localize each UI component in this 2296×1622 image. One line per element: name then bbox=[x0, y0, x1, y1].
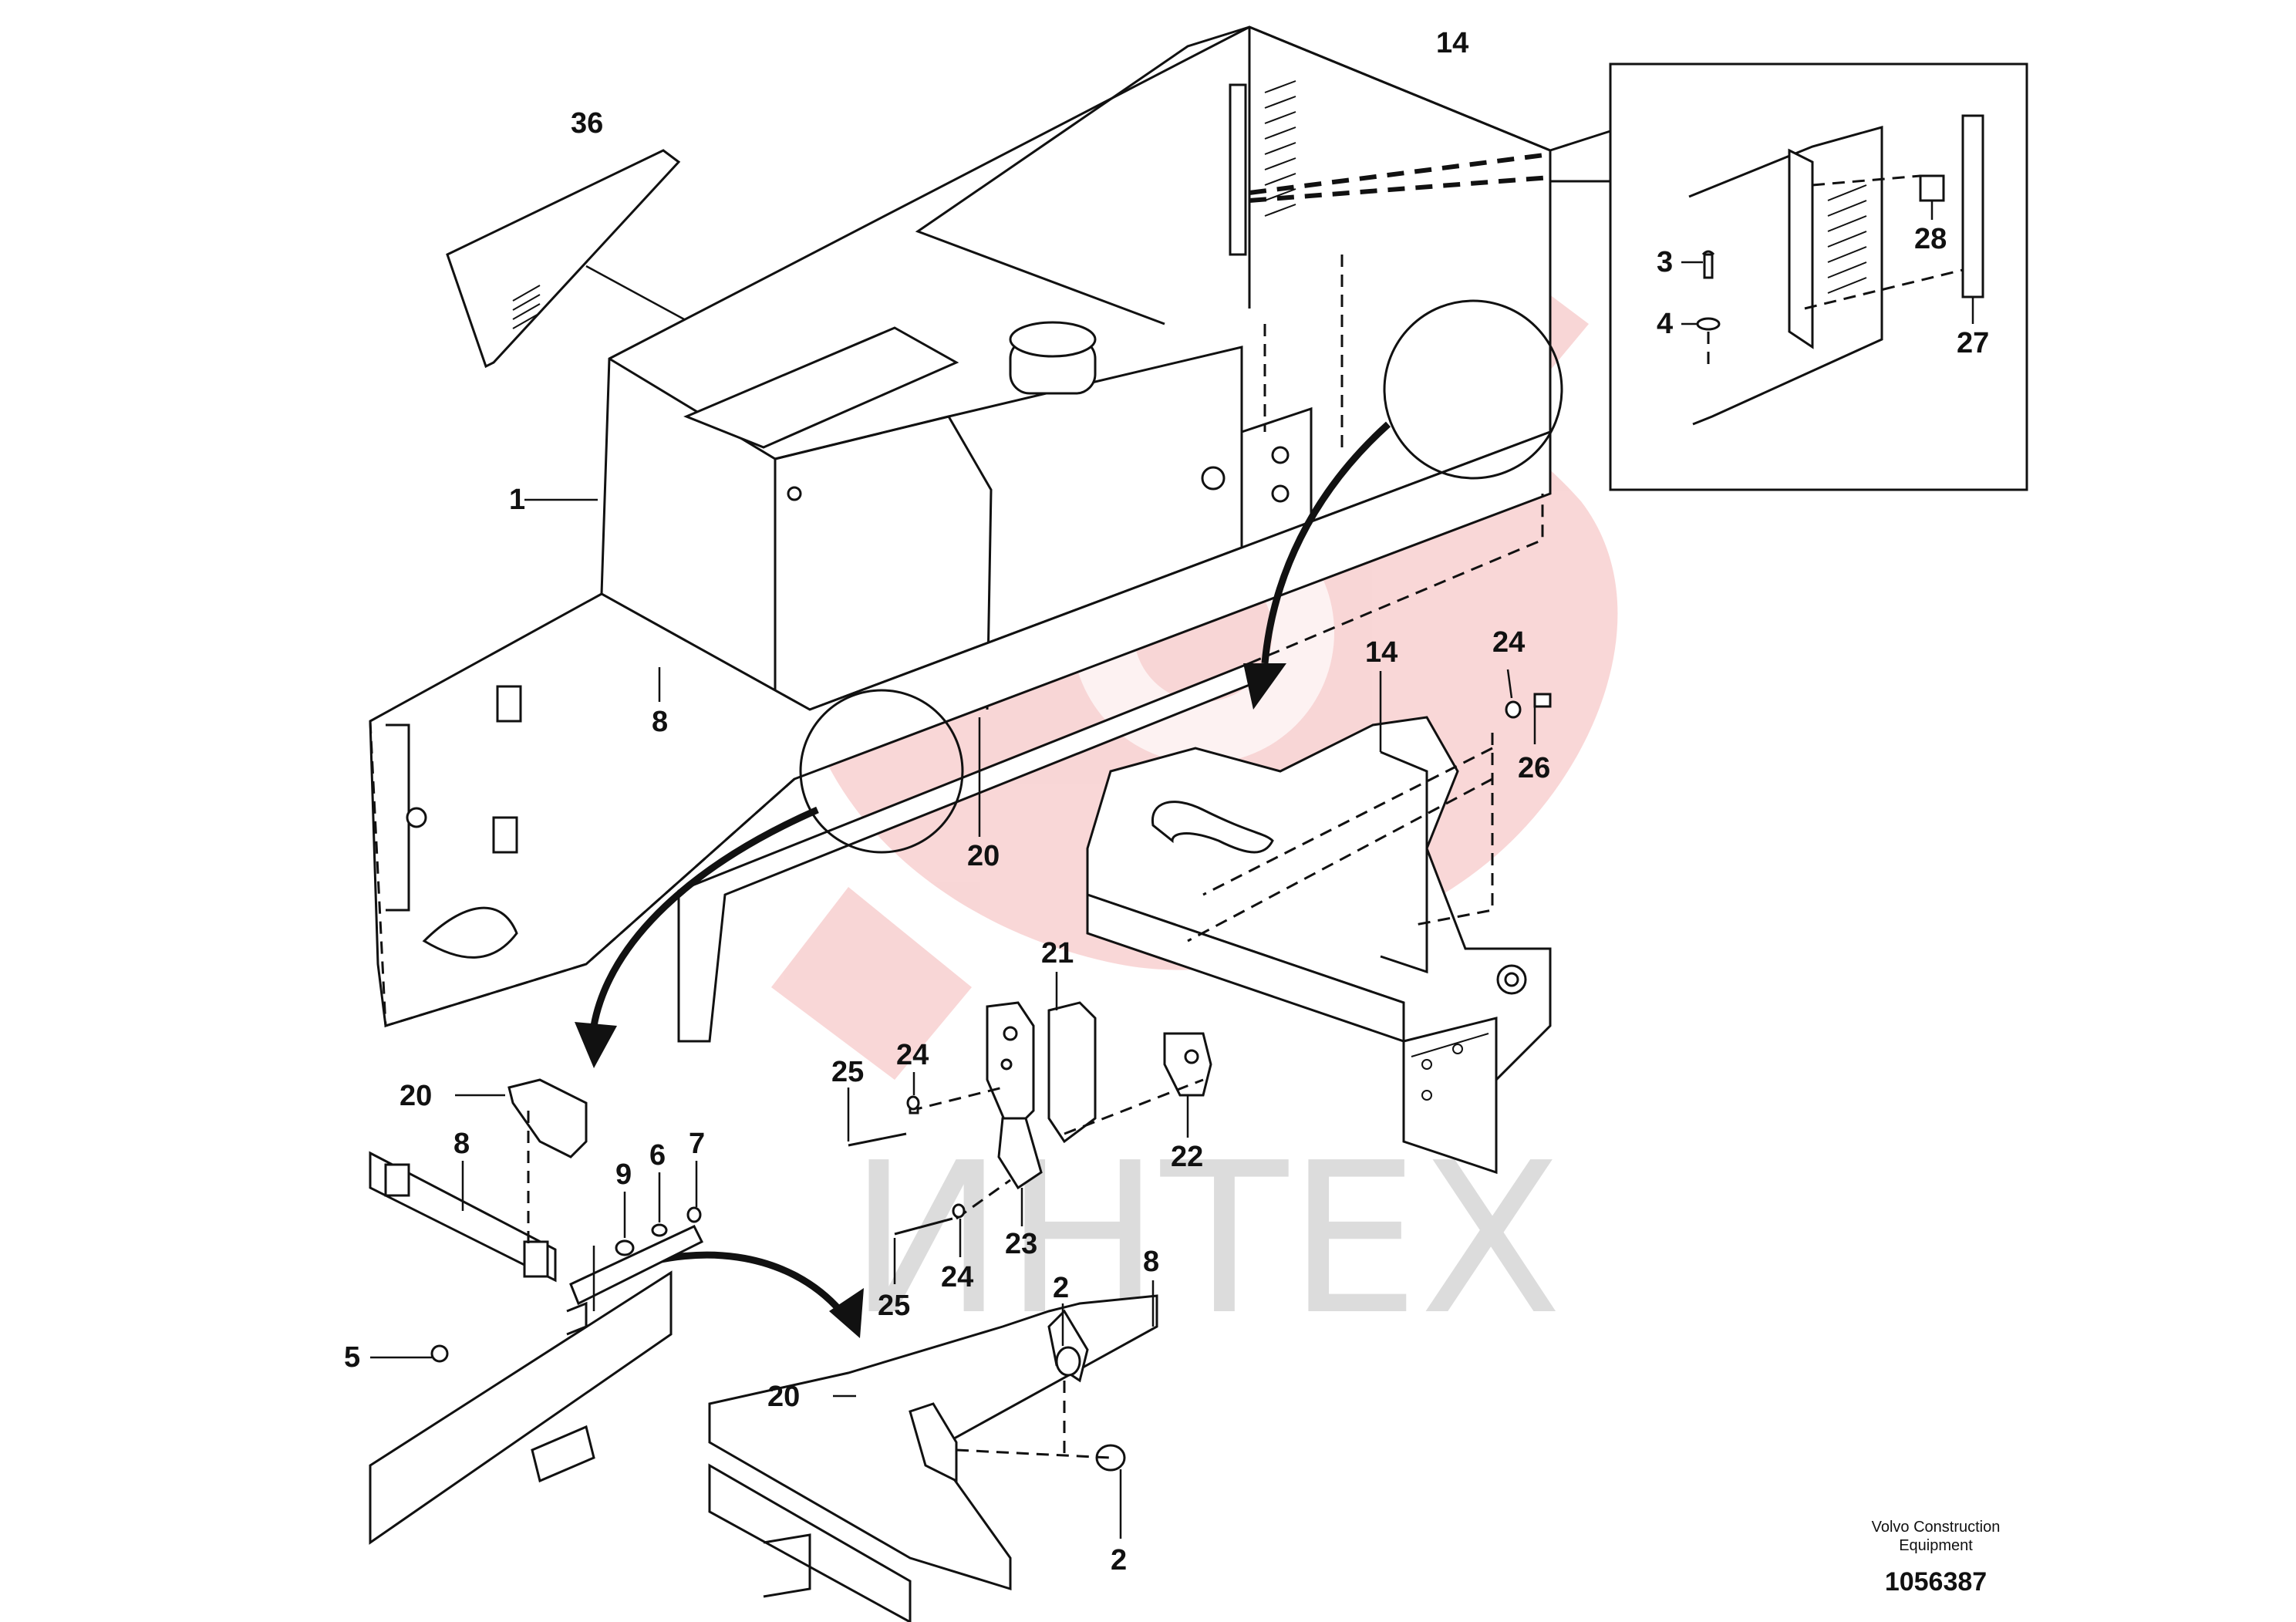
callout-1: 1 bbox=[509, 484, 525, 516]
callout-26: 26 bbox=[1518, 752, 1550, 784]
company-label: Volvo Construction Equipment bbox=[1828, 1518, 2044, 1555]
company-line-1: Volvo Construction bbox=[1871, 1519, 2001, 1536]
bracket-detail bbox=[847, 669, 1552, 1284]
base-frame bbox=[369, 430, 1552, 1043]
callout-25-mid: 25 bbox=[831, 1056, 864, 1088]
bottom-center-detail bbox=[708, 1280, 1158, 1622]
callout-36: 36 bbox=[571, 107, 603, 140]
callout-20-left: 20 bbox=[400, 1080, 432, 1112]
part-36-cover-plate bbox=[446, 149, 722, 369]
callout-2-top: 2 bbox=[1053, 1272, 1069, 1304]
callout-3: 3 bbox=[1657, 246, 1673, 278]
callout-24-low: 24 bbox=[941, 1261, 973, 1293]
callout-8-main: 8 bbox=[652, 706, 668, 738]
company-line-2: Equipment bbox=[1899, 1537, 1973, 1554]
callout-9: 9 bbox=[615, 1158, 632, 1191]
callout-2-bottom: 2 bbox=[1111, 1544, 1127, 1576]
callout-8-left: 8 bbox=[453, 1128, 470, 1160]
callout-25-low: 25 bbox=[878, 1290, 910, 1322]
drawing-number: 1056387 bbox=[1884, 1567, 1988, 1597]
callout-4: 4 bbox=[1657, 308, 1673, 340]
callout-22: 22 bbox=[1171, 1141, 1203, 1173]
callout-21: 21 bbox=[1041, 937, 1074, 969]
callout-6: 6 bbox=[649, 1139, 666, 1172]
inset-detail-box bbox=[1249, 62, 2028, 491]
callout-14-top: 14 bbox=[1436, 27, 1468, 59]
callout-7: 7 bbox=[689, 1128, 705, 1160]
callout-24-right: 24 bbox=[1492, 626, 1525, 659]
bottom-left-detail bbox=[369, 1078, 704, 1545]
callout-20-bottom: 20 bbox=[767, 1381, 800, 1413]
callout-28: 28 bbox=[1914, 223, 1947, 255]
callout-5: 5 bbox=[344, 1341, 360, 1374]
detail-circle-right bbox=[1383, 299, 1563, 480]
callout-20-main: 20 bbox=[967, 840, 1000, 872]
callout-labels: 36 14 1 8 20 14 24 26 21 24 25 22 23 24 … bbox=[344, 27, 1989, 1576]
callout-23: 23 bbox=[1005, 1228, 1037, 1260]
detail-circle-left bbox=[799, 689, 964, 854]
callout-14-detail: 14 bbox=[1365, 636, 1397, 669]
watermark-text: ИНТЕХ bbox=[848, 1118, 1563, 1361]
callout-24-mid: 24 bbox=[896, 1039, 929, 1071]
callout-27: 27 bbox=[1957, 327, 1989, 359]
callout-8-bottom: 8 bbox=[1143, 1246, 1159, 1278]
detail-arrows bbox=[575, 421, 1391, 1338]
